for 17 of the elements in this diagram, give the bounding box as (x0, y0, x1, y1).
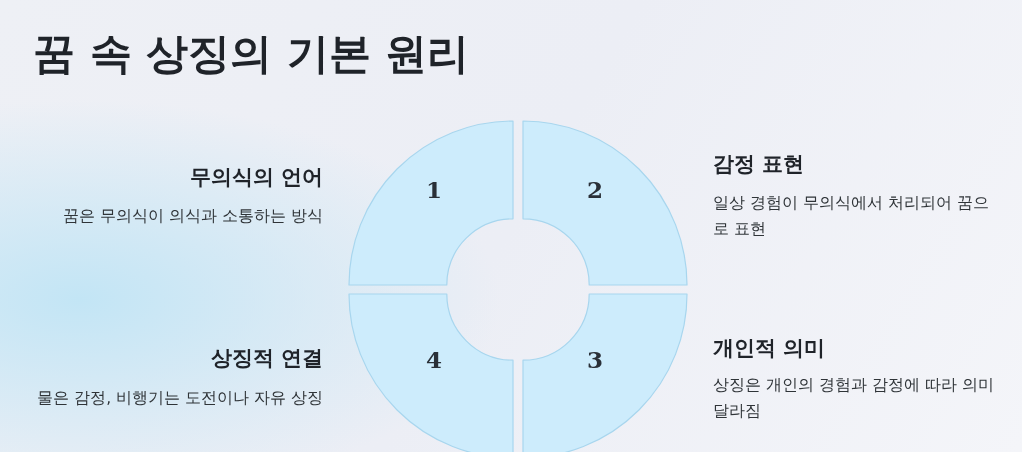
slide-title: 꿈 속 상징의 기본 원리 (33, 28, 470, 80)
description-text: 꿈은 무의식이 의식과 소통하는 방식 (63, 206, 323, 227)
segment-number: 1 (426, 176, 442, 203)
segment-number: 4 (426, 346, 442, 373)
ring-segment (348, 293, 514, 452)
description-text: 상징은 개인의 경험과 감정에 따라 의미 달라짐 (713, 375, 995, 422)
section-heading: 무의식의 언어 (189, 164, 323, 191)
segment-number: 3 (587, 346, 603, 373)
description-text: 물은 감정, 비행기는 도전이나 자유 상징 (37, 388, 323, 409)
ring-segment (522, 293, 688, 452)
ring-segment (348, 120, 514, 286)
section-heading: 감정 표현 (713, 151, 805, 178)
segment-number: 2 (587, 176, 603, 203)
description-text: 일상 경험이 무의식에서 처리되어 꿈으로 표현 (713, 193, 990, 240)
ring-segment (522, 120, 688, 286)
section-heading: 개인적 의미 (713, 335, 826, 362)
section-heading: 상징적 연결 (210, 345, 323, 372)
